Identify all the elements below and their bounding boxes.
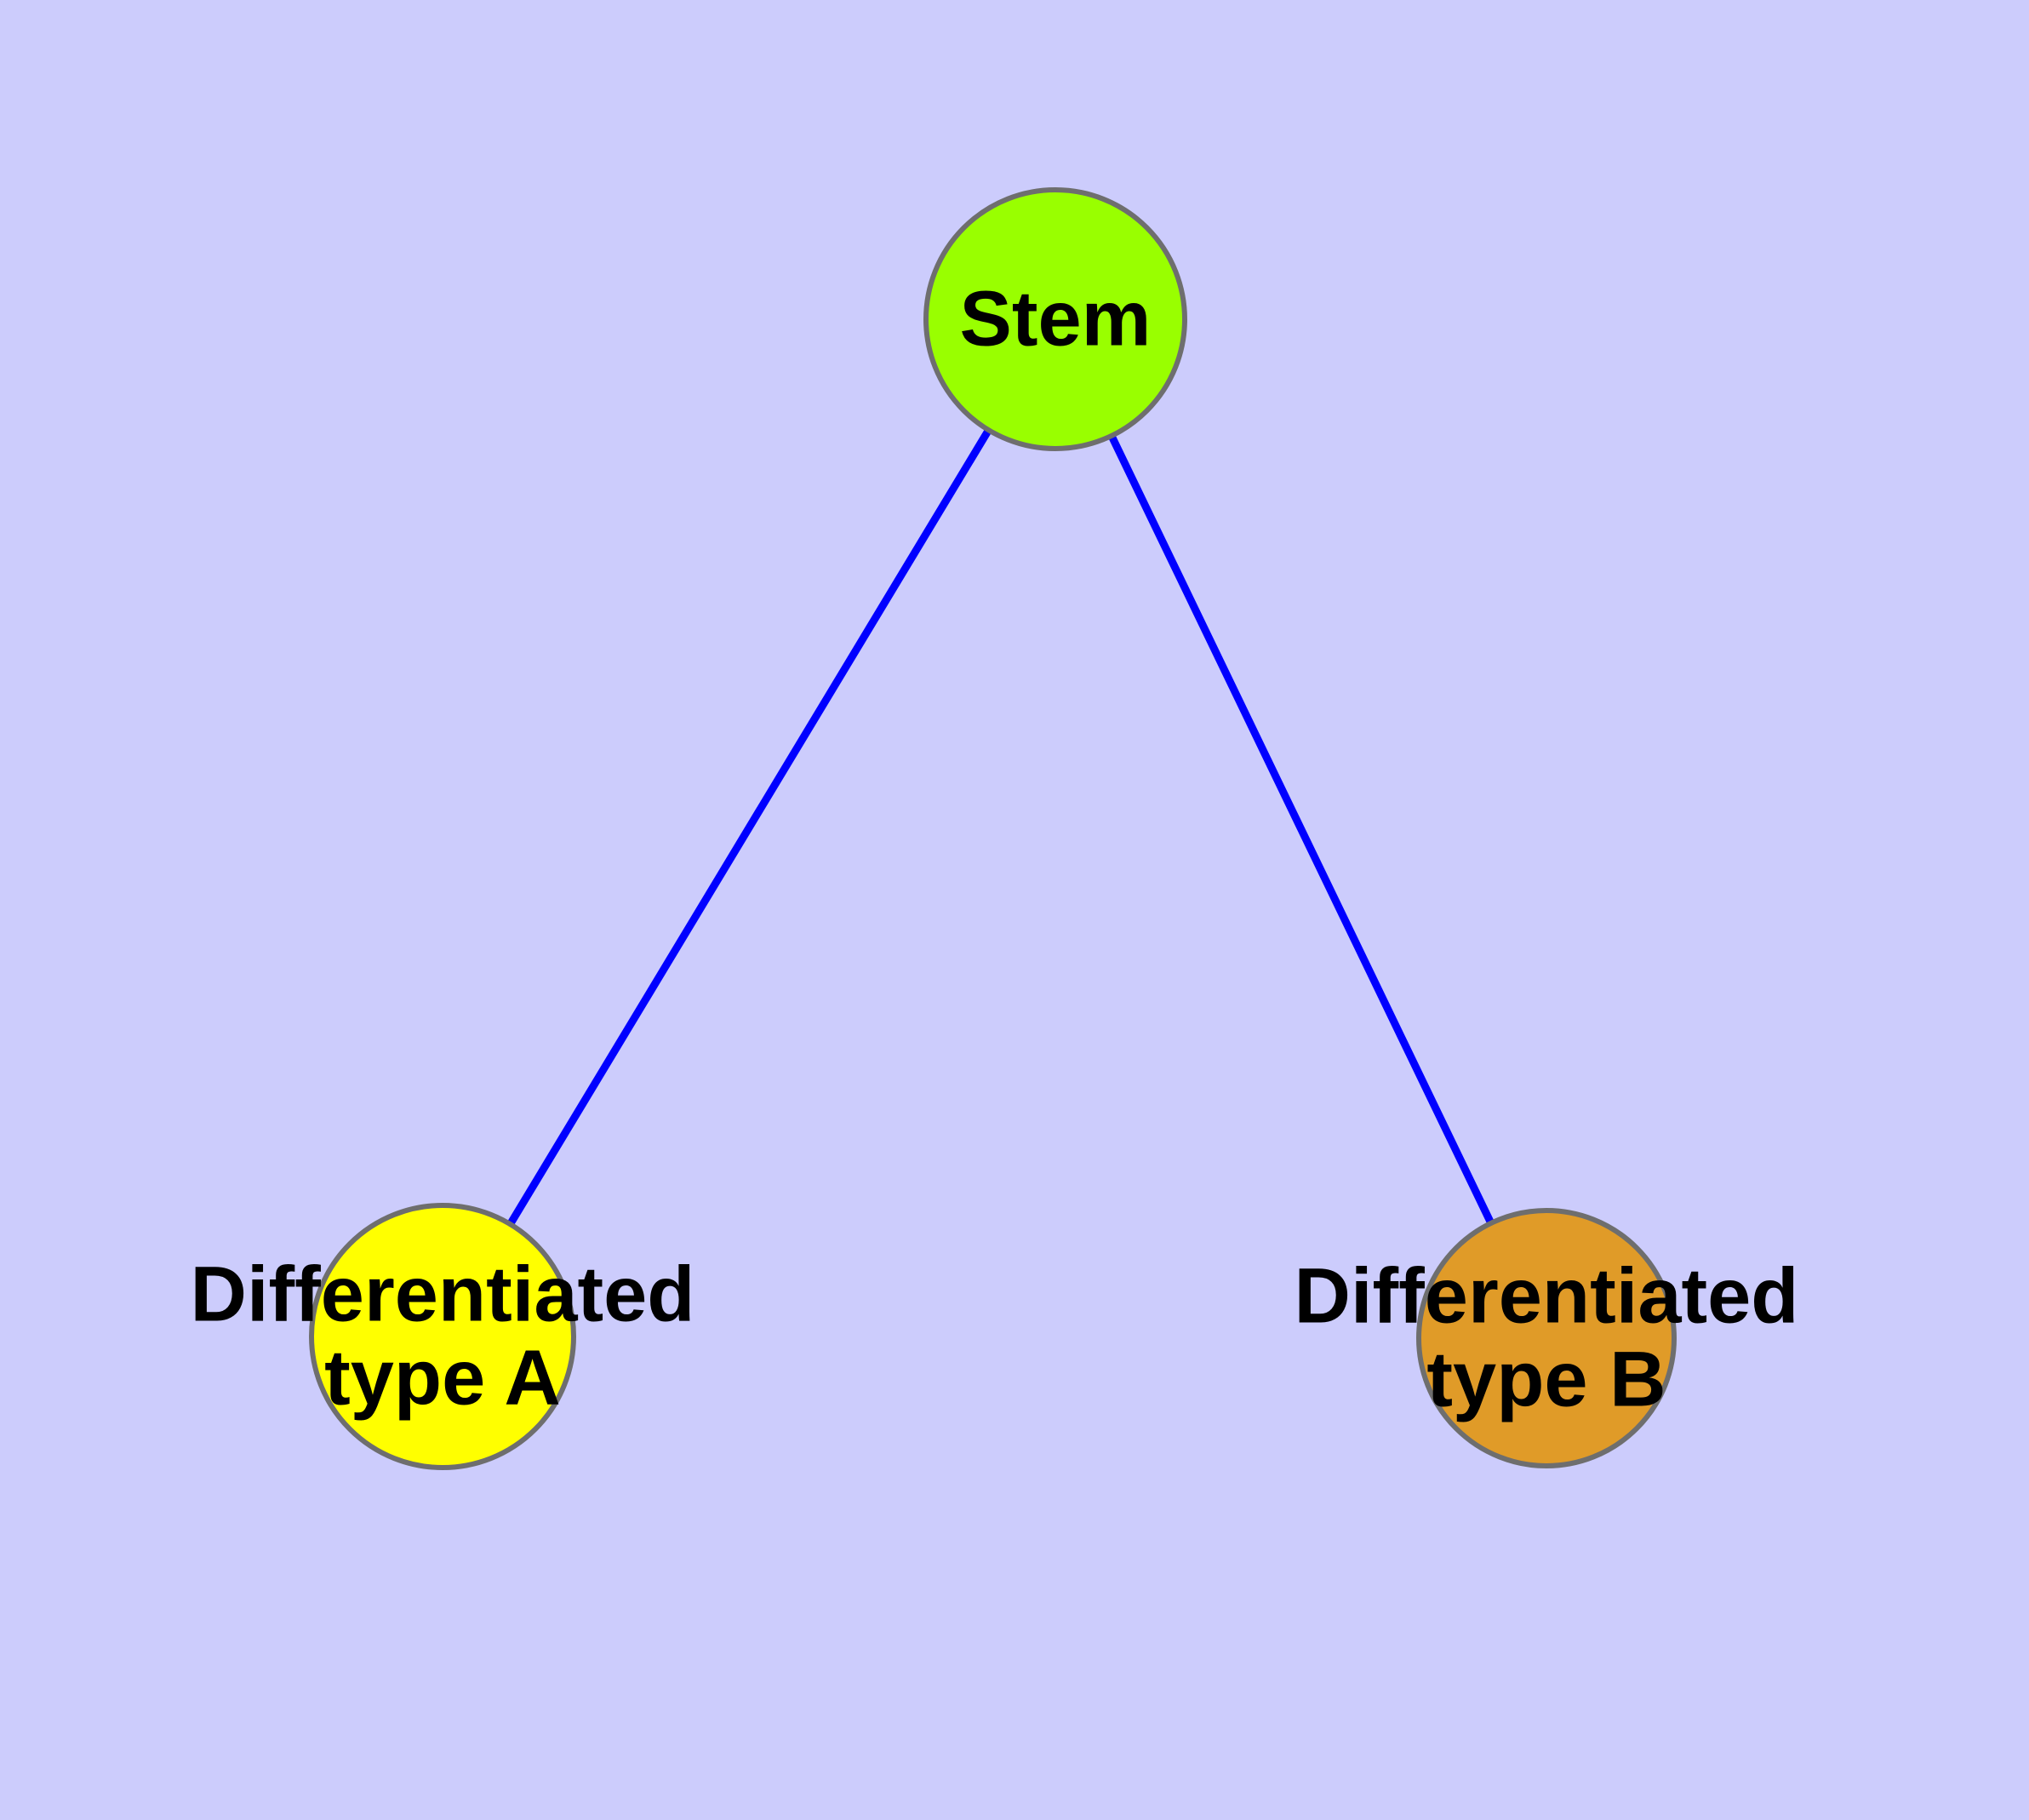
node-label-line: type B	[1426, 1336, 1666, 1423]
node-label-line: type A	[324, 1335, 561, 1422]
node-label-line: Differentiated	[1295, 1253, 1799, 1340]
node-label-line: Differentiated	[191, 1251, 695, 1338]
node-label-stem: Stem	[960, 276, 1152, 363]
node-diff_b[interactable]	[1416, 1208, 1677, 1468]
node-stem[interactable]	[923, 187, 1187, 451]
node-diff_a[interactable]	[309, 1203, 576, 1470]
edge-stem-to-diff_a[interactable]	[506, 427, 992, 1227]
node-label-line: Stem	[960, 276, 1152, 363]
edge-layer	[506, 427, 1495, 1227]
node-layer	[309, 187, 1677, 1470]
edge-stem-to-diff_b[interactable]	[1107, 433, 1495, 1225]
